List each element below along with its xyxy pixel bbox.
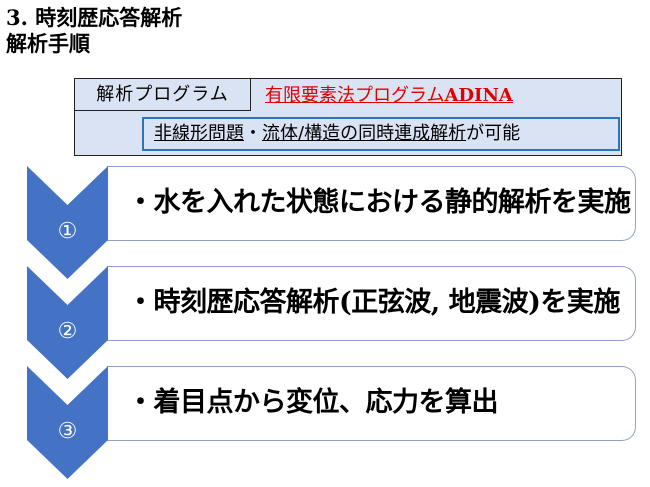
program-name: 有限要素法プログラムADINA <box>265 83 513 109</box>
step-text-3: ・着目点から変位、応力を算出 <box>127 387 499 418</box>
step-text-2: ・時刻歴応答解析(正弦波, 地震波)を実施 <box>127 287 620 318</box>
section-subtitle: 解析手順 <box>6 31 90 56</box>
feature-nonlinear: 非線形問題 <box>154 123 244 144</box>
step-number-2: ② <box>57 319 78 344</box>
step-card-3: ・着目点から変位、応力を算出 <box>107 366 636 441</box>
step-card-1: ・水を入れた状態における静的解析を実施 <box>107 166 636 241</box>
chevron-1: ① <box>27 166 108 279</box>
step-number-1: ① <box>57 219 78 244</box>
chevron-3: ③ <box>27 366 108 479</box>
step-card-2: ・時刻歴応答解析(正弦波, 地震波)を実施 <box>107 266 636 341</box>
feature-coupled-analysis: 流体/構造の同時連成解析 <box>262 123 467 144</box>
section-title: 3. 時刻歴応答解析 <box>6 5 183 30</box>
chevron-down-icon <box>27 266 108 379</box>
program-label: 解析プログラム <box>75 79 251 111</box>
chevron-2: ② <box>27 266 108 379</box>
feature-box: 非線形問題・流体/構造の同時連成解析が可能 <box>142 117 620 151</box>
step-text-1: ・水を入れた状態における静的解析を実施 <box>127 187 631 218</box>
feature-separator: ・ <box>244 123 262 144</box>
step-number-3: ③ <box>57 419 78 444</box>
chevron-down-icon <box>27 166 108 279</box>
program-name-suffix: ADINA <box>444 85 513 106</box>
program-name-prefix: 有限要素法プログラム <box>265 85 445 106</box>
chevron-down-icon <box>27 366 108 479</box>
feature-suffix: が可能 <box>466 123 521 144</box>
program-panel: 解析プログラム 有限要素法プログラムADINA 非線形問題・流体/構造の同時連成… <box>74 78 622 156</box>
